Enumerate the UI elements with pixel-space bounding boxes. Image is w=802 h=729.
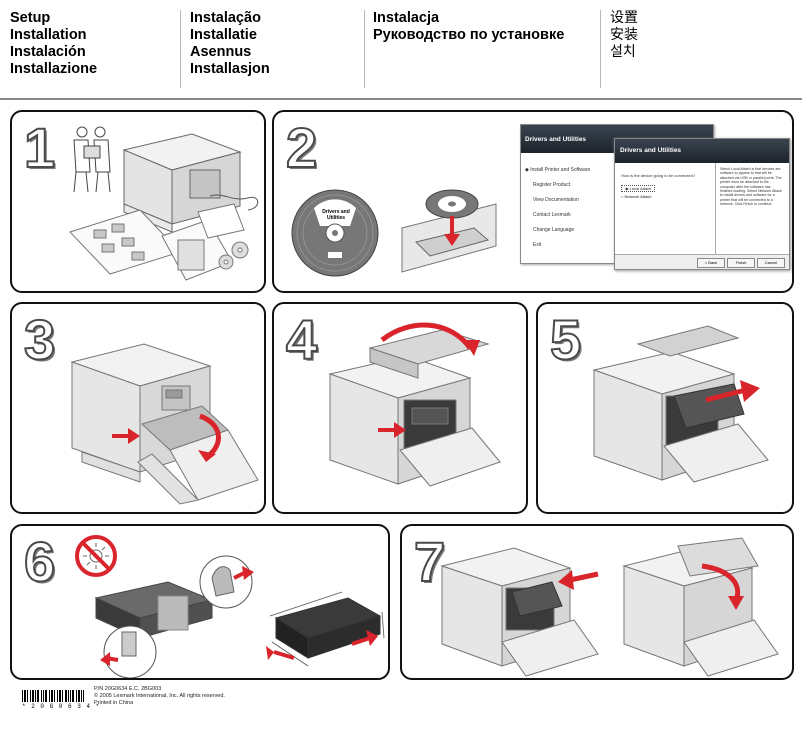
title-russian: Руководство по установке <box>373 27 565 43</box>
installer-window-front: Drivers and Utilities How is the device … <box>614 138 790 270</box>
step-number: 3 <box>23 308 56 371</box>
copyright: © 2005 Lexmark International, Inc. All r… <box>94 693 225 699</box>
printed-in: Printed in China <box>94 700 134 706</box>
step-1-panel: 1 <box>10 110 266 293</box>
title-chinese-simplified: 设置 <box>610 10 638 26</box>
step-7-panel: 7 <box>400 524 794 680</box>
step-number: 2 <box>285 116 318 179</box>
title-installazione: Installazione <box>10 61 98 77</box>
back-button[interactable]: < Back <box>697 258 725 268</box>
menu-item-register[interactable]: Register Product <box>533 182 571 188</box>
connection-question: How is the device going to be connected? <box>621 173 696 178</box>
part-number: P/N 20G0634 E.C. 2BG003 <box>94 686 162 692</box>
window-title: Drivers and Utilities <box>620 147 682 154</box>
title-instalacao: Instalação <box>190 10 261 26</box>
title-installasjon: Installasjon <box>190 61 270 77</box>
menu-item-contact[interactable]: Contact Lexmark <box>533 212 571 218</box>
header-divider <box>180 10 181 88</box>
bullet-icon: ◆ <box>525 167 531 173</box>
step-number: 4 <box>285 308 318 371</box>
step-5-panel: 5 <box>536 302 794 514</box>
header-rule <box>0 98 802 100</box>
step-5-illustration <box>592 325 769 483</box>
network-attach-option[interactable]: ○ Network Attach <box>621 194 652 199</box>
window-title: Drivers and Utilities <box>525 136 587 143</box>
cd-drive-illustration <box>401 189 497 273</box>
radio-selected-icon: ◉ <box>625 186 630 191</box>
menu-item-exit[interactable]: Exit <box>533 242 542 248</box>
title-asennus: Asennus <box>190 44 252 60</box>
step-4-panel: 4 <box>272 302 528 514</box>
menu-item-language[interactable]: Change Language <box>533 227 575 233</box>
title-korean: 설치 <box>610 44 636 60</box>
step-7-illustration <box>440 537 779 677</box>
title-instalacja: Instalacja <box>373 10 440 26</box>
title-setup: Setup <box>10 10 51 26</box>
title-chinese-traditional: 安装 <box>610 27 638 43</box>
step-3-illustration <box>70 343 259 505</box>
step-number: 1 <box>23 116 56 179</box>
header-divider <box>364 10 365 88</box>
cd-disc-illustration <box>291 189 379 277</box>
barcode <box>22 690 84 702</box>
no-light-icon <box>75 535 117 577</box>
step-number: 6 <box>23 530 56 593</box>
barcode-number: * 2 0 G 0 6 3 4 * <box>22 703 101 710</box>
button-bar: < Back Finish Cancel <box>615 254 789 269</box>
step-6-illustration <box>94 555 385 678</box>
step-6-panel: 6 <box>10 524 390 680</box>
menu-item-documentation[interactable]: View Documentation <box>533 197 579 203</box>
title-instalacion: Instalación <box>10 44 86 60</box>
installer-menu: ◆ Install Printer and Software Register … <box>525 163 611 253</box>
title-column-3: Instalacja Руководство по установке <box>373 10 564 44</box>
step-1-illustration <box>69 126 259 281</box>
cd-label: Drivers and Utilities <box>322 209 350 221</box>
title-column-4: 设置 安装 설치 <box>610 10 638 61</box>
window-titlebar <box>615 139 789 163</box>
step-number: 7 <box>413 530 446 593</box>
step-3-panel: 3 <box>10 302 266 514</box>
local-attach-option[interactable]: ◉ Local Attach <box>621 185 656 192</box>
step-2-panel: 2 Drivers and Utilities Drivers and Util… <box>272 110 794 293</box>
header-divider <box>600 10 601 88</box>
step-number: 5 <box>549 308 582 371</box>
title-column-2: Instalação Installatie Asennus Installas… <box>190 10 270 78</box>
menu-item-install[interactable]: ◆ Install Printer and Software <box>525 167 591 173</box>
help-pane: Select Local Attach is that devices are … <box>715 163 787 255</box>
finish-button[interactable]: Finish <box>727 258 755 268</box>
title-column-1: Setup Installation Instalación Installaz… <box>10 10 97 78</box>
step-4-illustration <box>328 322 501 487</box>
title-installation: Installation <box>10 27 87 43</box>
cancel-button[interactable]: Cancel <box>757 258 785 268</box>
title-installatie: Installatie <box>190 27 257 43</box>
radio-icon: ○ <box>621 194 625 199</box>
